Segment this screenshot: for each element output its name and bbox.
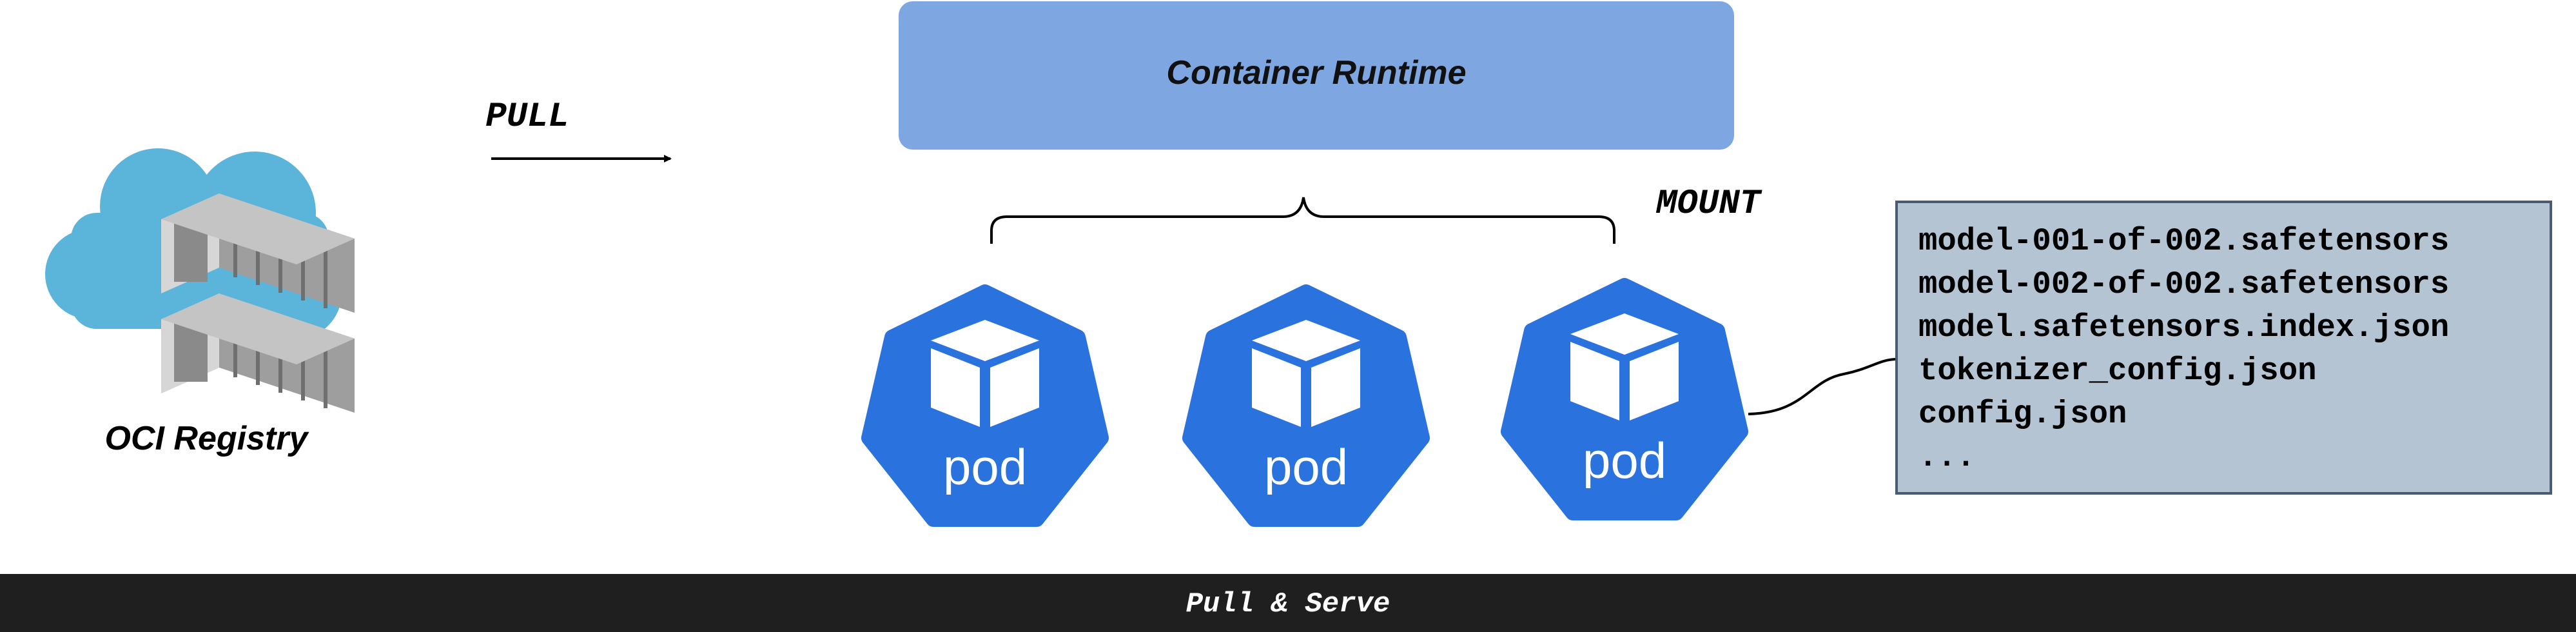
file-item: tokenizer_config.json [1918, 353, 2317, 389]
file-item: model-001-of-002.safetensors [1918, 223, 2449, 259]
file-list: model-001-of-002.safetensors model-002-o… [1918, 223, 2449, 475]
cube-icon [1252, 320, 1360, 427]
registry-icon [45, 148, 355, 413]
pod-label: pod [1264, 439, 1348, 495]
pod-label: pod [1583, 432, 1666, 489]
footer-label: Pull & Serve [1186, 588, 1390, 620]
pull-label: PULL [485, 97, 569, 137]
pod-label: pod [943, 439, 1027, 495]
pod-1: pod [861, 284, 1109, 527]
mount-connector [1748, 358, 1896, 415]
container-icon-bottom [161, 293, 355, 413]
file-item: config.json [1918, 396, 2127, 432]
pod-heptagon [861, 284, 1109, 527]
file-item: model-002-of-002.safetensors [1918, 266, 2449, 302]
file-item: ... [1918, 439, 1975, 475]
brace-connector [990, 197, 1615, 244]
container-icon-top [161, 193, 355, 313]
cube-icon [931, 320, 1039, 427]
pod-heptagon [1501, 278, 1748, 520]
pod-3: pod [1501, 278, 1748, 520]
pod-heptagon [1182, 284, 1430, 527]
file-item: model.safetensors.index.json [1918, 310, 2449, 346]
container-runtime-label: Container Runtime [1166, 54, 1466, 92]
container-runtime-box [899, 1, 1734, 150]
cube-icon [1570, 313, 1679, 420]
registry-label: OCI Registry [105, 420, 310, 457]
pod-2: pod [1182, 284, 1430, 527]
file-list-box [1895, 201, 2552, 495]
footer-bar [0, 574, 2576, 632]
mount-label: MOUNT [1655, 184, 1762, 224]
